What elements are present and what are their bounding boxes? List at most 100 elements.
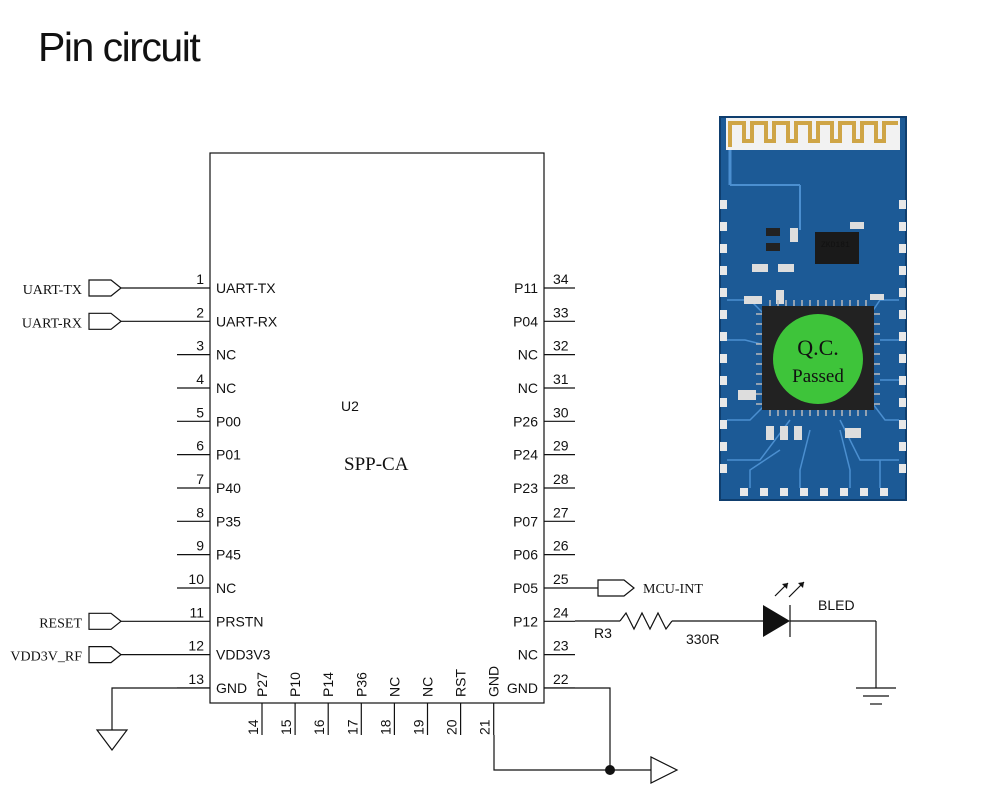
- pin-label: P04: [513, 313, 538, 329]
- pin-label: P26: [513, 413, 538, 429]
- qc-line2: Passed: [792, 366, 844, 387]
- pin-label: NC: [216, 347, 236, 363]
- pin-label: P27: [254, 672, 270, 697]
- pin-label: PRSTN: [216, 613, 263, 629]
- pin-label: VDD3V3: [216, 647, 271, 663]
- pin-label: RST: [453, 669, 469, 697]
- pin-number: 4: [196, 371, 204, 387]
- pin-label: NC: [420, 677, 436, 697]
- pin-number: 29: [553, 438, 569, 454]
- pin-label: P01: [216, 447, 241, 463]
- led-net: [575, 581, 896, 705]
- pin-label: P40: [216, 480, 241, 496]
- pin-number: 21: [477, 719, 493, 735]
- resistor-icon: [619, 611, 673, 631]
- left-signal-group: UART-TX UART-RX RESET VDD3V_RF: [10, 279, 177, 665]
- pin-label: P45: [216, 547, 241, 563]
- pin-label: P14: [320, 672, 336, 697]
- pin-label: NC: [518, 380, 538, 396]
- output-triangle-icon: [650, 756, 679, 784]
- pcb-antenna-icon: [728, 121, 898, 147]
- pin-label: P07: [513, 513, 538, 529]
- mcu-int-connector-icon: [597, 579, 635, 597]
- pin-number: 30: [553, 404, 569, 420]
- pin-label: P05: [513, 580, 538, 596]
- pin-number: 22: [553, 671, 569, 687]
- pin-number: 31: [553, 371, 569, 387]
- chip-ref: U2: [341, 398, 359, 414]
- pin-label: NC: [518, 347, 538, 363]
- signal-label: VDD3V_RF: [10, 650, 82, 665]
- pin-label: GND: [507, 680, 538, 696]
- pin-number: 28: [553, 471, 569, 487]
- pin-label: NC: [216, 380, 236, 396]
- mcu-int-net: [575, 579, 635, 597]
- led-arrow-icon: [782, 583, 788, 589]
- pin-number: 2: [196, 304, 204, 320]
- pin-number: 17: [344, 719, 360, 735]
- mcu-int-label: MCU-INT: [643, 582, 703, 597]
- signal-connector-icon: [88, 612, 122, 630]
- pin-number: 16: [311, 719, 327, 735]
- gnd-bottom-net: [493, 687, 679, 784]
- pin-number: 34: [553, 271, 569, 287]
- qc-line1: Q.C.: [797, 335, 839, 360]
- page-title: Pin circuit: [38, 24, 201, 70]
- junction-dot: [605, 765, 615, 775]
- pin-number: 3: [196, 338, 204, 354]
- pin-label: UART-TX: [216, 280, 276, 296]
- module-photo: ZKD181: [719, 116, 907, 501]
- pin-number: 18: [377, 719, 393, 735]
- chip-body: [209, 152, 545, 704]
- pin-number: 1: [196, 271, 204, 287]
- pin-number: 26: [553, 538, 569, 554]
- pin-number: 8: [196, 504, 204, 520]
- chip-name: SPP-CA: [344, 454, 409, 475]
- led-arrow-icon: [798, 582, 804, 588]
- pin-number: 5: [196, 404, 204, 420]
- pin-number: 24: [553, 604, 569, 620]
- pin-label: P36: [353, 672, 369, 697]
- pin-label: P00: [216, 413, 241, 429]
- qc-passed-sticker: [773, 314, 863, 404]
- pin-label: P12: [513, 613, 538, 629]
- signal-label: RESET: [39, 616, 82, 631]
- pin-label: UART-RX: [216, 313, 278, 329]
- pin-label: GND: [216, 680, 247, 696]
- ground-triangle-icon: [95, 729, 129, 751]
- pin-number: 12: [188, 638, 204, 654]
- right-pin-group: 34P1133P0432NC31NC30P2629P2428P2327P0726…: [507, 271, 575, 696]
- pin-number: 14: [245, 719, 261, 735]
- signal-label: UART-RX: [22, 316, 82, 331]
- pin-number: 20: [444, 719, 460, 735]
- resistor-ref: R3: [594, 625, 612, 641]
- small-chip-text: ZKD181: [821, 241, 850, 250]
- pin-number: 27: [553, 504, 569, 520]
- signal-connector-icon: [88, 646, 122, 664]
- pin-number: 9: [196, 538, 204, 554]
- pin-label: P11: [514, 280, 538, 296]
- pin-number: 6: [196, 438, 204, 454]
- resistor-value: 330R: [686, 631, 719, 647]
- pin-label: NC: [216, 580, 236, 596]
- pin-label: P35: [216, 513, 241, 529]
- pin-label: P10: [287, 672, 303, 697]
- pin-label: NC: [386, 677, 402, 697]
- pin-number: 10: [188, 571, 204, 587]
- pin-number: 13: [188, 671, 204, 687]
- pin-label: P24: [513, 447, 538, 463]
- signal-connector-icon: [88, 312, 122, 330]
- signal-label: UART-TX: [23, 283, 82, 298]
- pin-label: P06: [513, 547, 538, 563]
- pin-number: 15: [278, 719, 294, 735]
- led-label: BLED: [818, 597, 855, 613]
- signal-connector-icon: [88, 279, 122, 297]
- led-diode-icon: [763, 605, 790, 637]
- pin-number: 23: [553, 638, 569, 654]
- gnd-left-net: [95, 687, 210, 751]
- pin-number: 32: [553, 338, 569, 354]
- pin-number: 33: [553, 304, 569, 320]
- left-pin-group: 1UART-TX2UART-RX3NC4NC5P006P017P408P359P…: [177, 271, 278, 696]
